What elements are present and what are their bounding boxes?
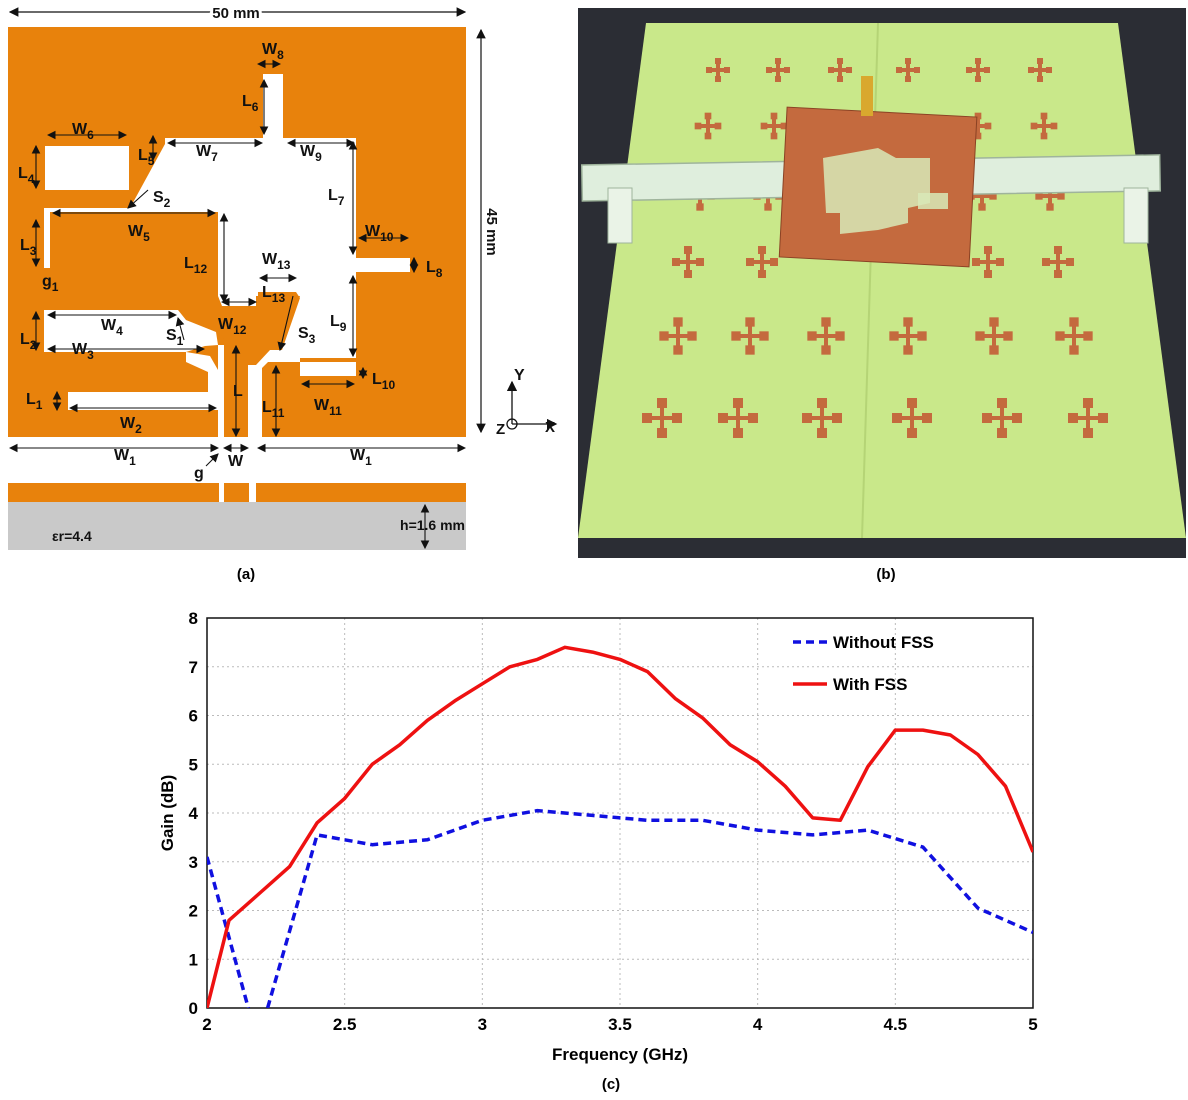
fss-cell-18 — [659, 317, 697, 355]
sma-connector — [861, 76, 873, 116]
fss-board — [578, 23, 1186, 538]
prototype-photo — [578, 8, 1186, 558]
series-line-with-fss — [207, 645, 1033, 1008]
antenna-prototype-slot — [823, 148, 930, 234]
dimension-label-24: L — [233, 383, 243, 400]
l10-slot — [300, 368, 356, 376]
support-post-left — [607, 187, 633, 244]
x-tick-label-2: 3 — [478, 1015, 487, 1034]
fss-cell-27 — [892, 398, 932, 438]
axis-z-label: Z — [496, 421, 505, 438]
y-tick-label-6: 6 — [189, 707, 198, 726]
dimension-label-18: W12 — [218, 316, 247, 337]
thickness-label: h=1.6 mm — [400, 517, 465, 533]
x-tick-label-1: 2.5 — [333, 1015, 357, 1034]
support-post-right — [1123, 187, 1149, 244]
fss-cell-6 — [694, 112, 722, 140]
fss-cell-17 — [1042, 246, 1074, 278]
dimension-label-33: W1 — [350, 447, 372, 468]
plot-frame — [206, 617, 1034, 1009]
fss-cell-19 — [731, 317, 769, 355]
permittivity-label: εr=4.4 — [52, 528, 92, 544]
side-view-gap-1 — [219, 483, 224, 502]
board-seam — [861, 22, 879, 539]
upper-left-slot — [45, 146, 129, 190]
antenna-prototype-slot-2 — [918, 193, 948, 209]
y-tick-label-5: 5 — [189, 755, 198, 774]
x-axis-label: Frequency (GHz) — [552, 1045, 688, 1064]
y-tick-label-0: 0 — [189, 999, 198, 1018]
x-tick-label-3: 3.5 — [608, 1015, 632, 1034]
fss-cell-7 — [760, 112, 788, 140]
fss-cell-21 — [889, 317, 927, 355]
side-view-gap-2 — [249, 483, 256, 502]
y-tick-label-7: 7 — [189, 658, 198, 677]
middle-left-slot — [44, 310, 218, 352]
side-view-copper — [8, 483, 466, 502]
fss-cell-0 — [706, 58, 730, 82]
prototype-photo-panel: (b) — [578, 8, 1188, 590]
x-tick-label-6: 5 — [1028, 1015, 1037, 1034]
x-tick-label-5: 4.5 — [884, 1015, 908, 1034]
fss-cell-5 — [1028, 58, 1052, 82]
fss-cell-14 — [672, 246, 704, 278]
fss-cell-2 — [828, 58, 852, 82]
y-tick-label-1: 1 — [189, 950, 198, 969]
dimension-arrows — [8, 59, 467, 550]
fss-cell-28 — [982, 398, 1022, 438]
fss-cell-29 — [1068, 398, 1108, 438]
axis-x-label: X — [545, 419, 555, 436]
fss-cell-20 — [807, 317, 845, 355]
fss-cell-16 — [972, 246, 1004, 278]
side-view-substrate — [8, 502, 466, 550]
lower-left-slot — [68, 352, 218, 410]
fss-cell-23 — [1055, 317, 1093, 355]
y-tick-label-2: 2 — [189, 902, 198, 921]
x-tick-label-4: 4 — [753, 1015, 763, 1034]
caption-a: (a) — [236, 566, 256, 583]
fss-cell-4 — [966, 58, 990, 82]
caption-c: (c) — [601, 1076, 621, 1093]
feed-gap-right — [248, 365, 256, 437]
caption-b: (b) — [876, 566, 896, 583]
dimension-label-30: W1 — [114, 447, 136, 468]
fss-cell-15 — [746, 246, 778, 278]
dimension-label-32: W — [228, 453, 244, 470]
axis-y-label: Y — [514, 367, 525, 384]
trapezoid-stub — [218, 296, 300, 346]
fss-cell-24 — [642, 398, 682, 438]
coordinate-axes — [506, 380, 558, 430]
y-tick-label-4: 4 — [189, 804, 199, 823]
legend-label-1: With FSS — [833, 675, 907, 694]
fss-cell-3 — [896, 58, 920, 82]
x-tick-label-0: 2 — [202, 1015, 211, 1034]
fss-cell-9 — [1030, 112, 1058, 140]
feed-gap-left — [218, 345, 224, 437]
legend-label-0: Without FSS — [833, 633, 934, 652]
height-dimension-label: 45 mm — [483, 208, 500, 256]
fss-cell-25 — [718, 398, 758, 438]
fss-cell-1 — [766, 58, 790, 82]
width-dimension-label: 50 mm — [212, 5, 260, 22]
y-tick-label-8: 8 — [189, 609, 198, 628]
y-axis-label: Gain (dB) — [158, 775, 177, 852]
dimension-label-31: g — [194, 465, 204, 482]
y-tick-label-3: 3 — [189, 853, 198, 872]
fss-cell-22 — [975, 317, 1013, 355]
fss-cell-26 — [802, 398, 842, 438]
